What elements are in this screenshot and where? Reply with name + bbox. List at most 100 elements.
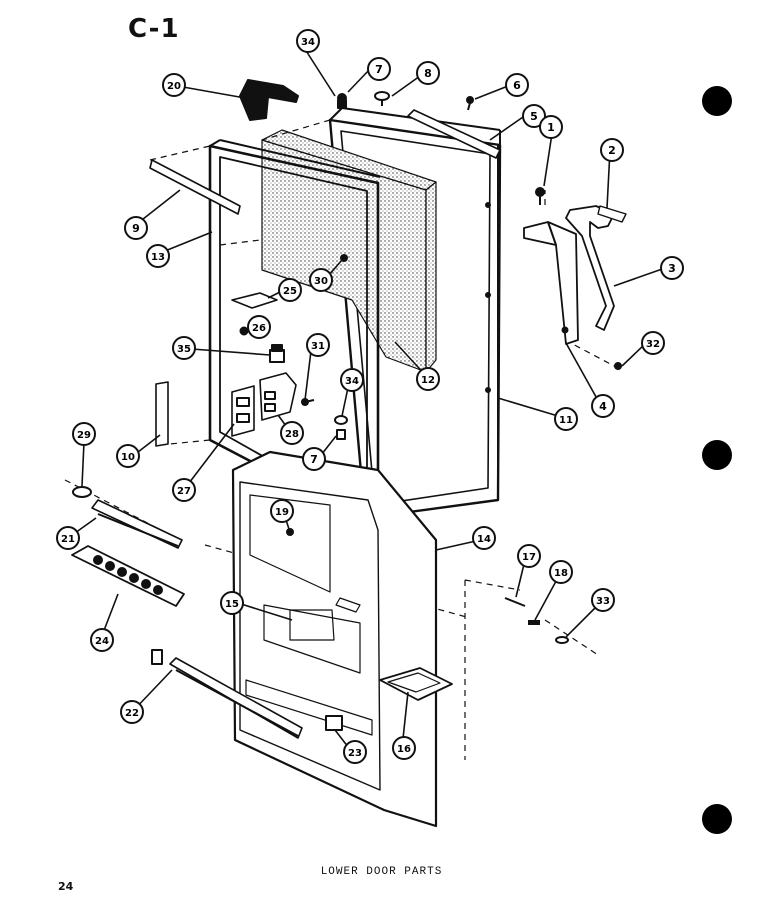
callout-21: 21 [56,526,80,550]
callout-label: 31 [311,341,325,352]
hinge-cover [239,79,299,121]
callout-circle [56,526,80,550]
callout-label: 5 [530,110,538,123]
callout-circle [343,740,367,764]
callout-circle [591,394,615,418]
callout-31: 31 [306,333,330,357]
callout-34: 34 [296,29,320,53]
callout-label: 34 [345,376,359,387]
callout-label: 6 [513,79,521,92]
callout-label: 23 [348,748,362,759]
callout-circle [549,560,573,584]
callout-label: 7 [310,453,318,466]
callout-circle [367,57,391,81]
callout-7: 7 [302,447,326,471]
callout-2: 2 [600,138,624,162]
callout-label: 11 [559,415,573,426]
callout-circle [280,421,304,445]
callout-18: 18 [549,560,573,584]
callout-label: 10 [121,452,135,463]
callout-label: 13 [151,252,165,263]
callout-circle [641,331,665,355]
callout-label: 34 [301,37,315,48]
callout-label: 32 [646,339,660,350]
inner-door-liner [231,450,438,828]
callout-circle [90,628,114,652]
callout-label: 28 [285,429,299,440]
callout-15: 15 [220,591,244,615]
callout-circle [392,736,416,760]
callout-11: 11 [554,407,578,431]
callout-label: 22 [125,708,139,719]
callout-label: 14 [477,534,491,545]
callout-13: 13 [146,244,170,268]
callout-circle [172,336,196,360]
callout-label: 3 [668,262,676,275]
binder-hole-top [702,86,732,116]
binder-hole-bottom [702,804,732,834]
callout-label: 12 [421,375,435,386]
callout-9: 9 [124,216,148,240]
callout-label: 26 [252,323,266,334]
callout-17: 17 [517,544,541,568]
page-number: 24 [58,880,74,893]
callout-30: 30 [309,268,333,292]
figure-caption: LOWER DOOR PARTS [320,866,443,878]
callout-3: 3 [660,256,684,280]
callout-29: 29 [72,422,96,446]
callout-circle [247,315,271,339]
callout-label: 21 [61,534,75,545]
callout-1: 1 [539,115,563,139]
callout-circle [72,422,96,446]
small-hardware [239,91,622,440]
callout-label: 8 [424,67,432,80]
callout-circle [505,73,529,97]
callout-label: 35 [177,344,191,355]
callout-circle [539,115,563,139]
callout-circle [554,407,578,431]
callout-circle [600,138,624,162]
callout-label: 20 [167,81,181,92]
callout-label: 25 [283,286,297,297]
callout-7: 7 [367,57,391,81]
callout-circle [172,478,196,502]
callout-label: 9 [132,222,140,235]
callout-label: 1 [547,121,555,134]
section-title: C-1 [128,14,180,44]
callout-label: 30 [314,276,328,287]
callout-35: 35 [172,336,196,360]
door-shelf-parts [71,486,303,739]
callout-label: 2 [608,144,616,157]
callout-circle [146,244,170,268]
inner-fittings [155,292,297,447]
callout-circle [517,544,541,568]
callout-label: 29 [77,430,91,441]
callout-22: 22 [120,700,144,724]
callout-16: 16 [392,736,416,760]
callout-circle [472,526,496,550]
callout-28: 28 [280,421,304,445]
callout-circle [416,367,440,391]
right-hardware [504,597,569,644]
callout-circle [296,29,320,53]
hinge-cover-right [565,205,627,331]
callout-circle [162,73,186,97]
callout-label: 16 [397,744,411,755]
callout-circle [270,499,294,523]
binder-hole-middle [702,440,732,470]
callout-label: 33 [596,596,610,607]
callout-circle [660,256,684,280]
right-hinge-bracket [523,221,579,345]
callout-circle [522,104,546,128]
callout-19: 19 [270,499,294,523]
top-trim-strip [149,159,241,215]
callout-33: 33 [591,588,615,612]
callout-circle [309,268,333,292]
callout-label: 7 [375,63,383,76]
callout-circle [302,447,326,471]
callout-circle [120,700,144,724]
callout-26: 26 [247,315,271,339]
